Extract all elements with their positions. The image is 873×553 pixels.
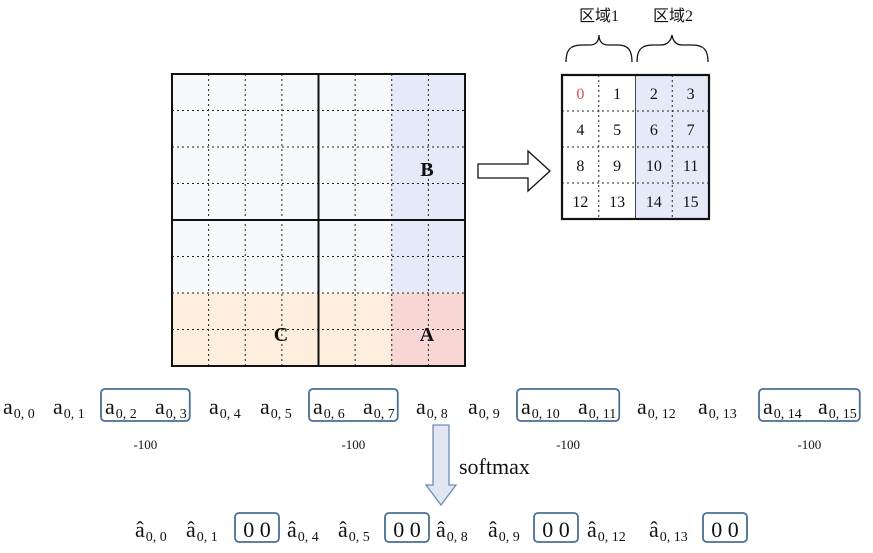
score-term: a0, 7	[363, 394, 395, 422]
masked-pair-box	[308, 388, 399, 422]
label-a: A	[420, 324, 435, 346]
score-term: a0, 2	[105, 394, 137, 422]
zero-pair-value: 0 0	[542, 517, 570, 542]
label-b: B	[420, 159, 433, 181]
small-grid-cell: 5	[613, 122, 621, 139]
score-term: a0, 3	[155, 394, 187, 422]
down-arrow-icon	[424, 424, 458, 507]
small-grid-cell: 3	[687, 86, 695, 103]
zero-pair-box	[702, 512, 748, 543]
zero-pair-value: 0 0	[711, 517, 739, 542]
small-grid-cell: 4	[576, 122, 584, 139]
small-grid-cell: 11	[683, 158, 698, 175]
score-term: a0, 11	[578, 394, 616, 422]
mask-value: -100	[341, 437, 365, 452]
score-term: a0, 10	[521, 394, 560, 422]
small-grid-cell: 7	[687, 122, 695, 139]
mask-value: -100	[556, 437, 580, 452]
masked-pair-box	[516, 388, 621, 422]
zero-pair-box	[234, 512, 280, 543]
softmax-term: â0, 0	[135, 517, 167, 545]
small-grid-cell: 12	[572, 194, 588, 211]
score-term: a0, 15	[818, 394, 857, 422]
softmax-term: â0, 4	[287, 517, 319, 545]
score-term: a0, 0	[3, 394, 35, 422]
score-term: a0, 5	[260, 394, 292, 422]
zero-pair-value: 0 0	[243, 517, 271, 542]
region2-brace-icon	[636, 34, 709, 63]
mask-value: -100	[797, 437, 821, 452]
zero-pair-box	[384, 512, 430, 543]
region2-label: 区域2	[653, 7, 693, 25]
softmax-row: â0, 0 â0, 1 â0, 4 â0, 5 â0, 8 â0, 9 â0, 12 â0, …	[135, 512, 748, 545]
small-grid-dotted-lines	[562, 75, 709, 219]
masked-pair-box	[100, 388, 191, 422]
small-grid-cell: 6	[650, 122, 658, 139]
masked-pair-box	[758, 388, 861, 422]
softmax-term: â0, 9	[488, 517, 520, 545]
softmax-term: â0, 12	[587, 517, 626, 545]
small-grid-cell: 15	[683, 194, 699, 211]
softmax-term: â0, 13	[649, 517, 688, 545]
score-term: a0, 1	[53, 394, 85, 422]
small-grid-cell: 1	[613, 86, 621, 103]
score-term: a0, 6	[313, 394, 345, 422]
small-grid-cell: 9	[613, 158, 621, 175]
score-term: a0, 8	[416, 394, 448, 422]
softmax-term: â0, 8	[436, 517, 468, 545]
right-arrow-icon	[477, 149, 551, 193]
score-term: a0, 12	[637, 394, 676, 422]
zero-pair-value: 0 0	[393, 517, 421, 542]
softmax-term: â0, 5	[338, 517, 370, 545]
small-grid-border	[560, 73, 711, 221]
score-term: a0, 14	[763, 394, 802, 422]
score-term: a0, 13	[698, 394, 737, 422]
mask-value: -100	[133, 437, 157, 452]
small-grid-cell: 0	[576, 86, 584, 103]
score-row: a0, 0 a0, 1 a0, 2 a0, 3 a0, 4 a0, 5 a0, 6 a0, 7…	[3, 394, 857, 422]
big-grid-border	[171, 73, 466, 367]
softmax-term: â0, 1	[186, 517, 218, 545]
softmax-label: softmax	[459, 454, 530, 479]
big-grid: B A C	[171, 73, 466, 367]
small-grid-cell: 10	[646, 158, 662, 175]
region1-brace-icon	[565, 34, 633, 63]
score-term: a0, 4	[209, 394, 241, 422]
region1-label: 区域1	[579, 7, 619, 25]
zero-pair-box	[533, 512, 579, 543]
mask-values: -100 -100 -100 -100	[133, 437, 821, 452]
score-term: a0, 9	[468, 394, 500, 422]
label-c: C	[274, 324, 288, 346]
small-grid-cell: 14	[646, 194, 662, 211]
score-row-boxes	[100, 388, 861, 422]
small-grid-cell: 13	[609, 194, 625, 211]
small-grid-cell: 2	[650, 86, 658, 103]
small-grid-cell: 8	[576, 158, 584, 175]
